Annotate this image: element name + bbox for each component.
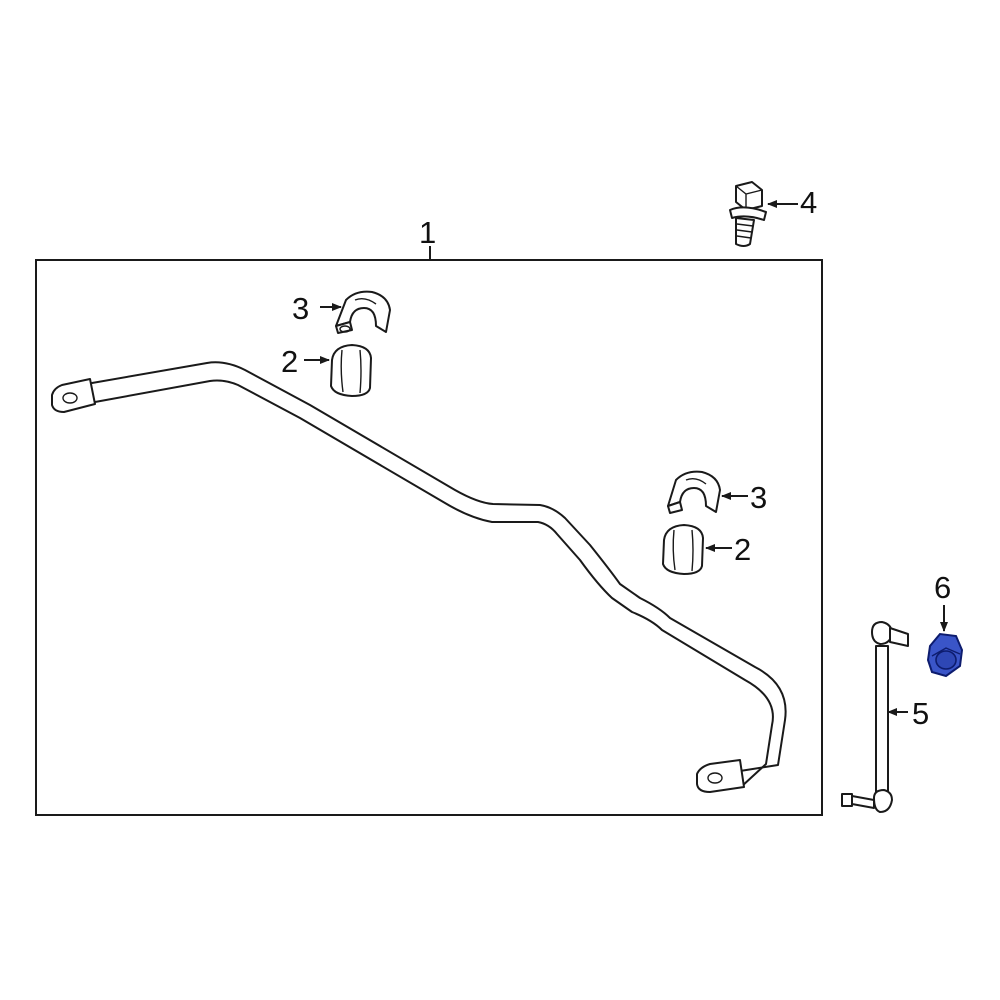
callout-2-lower: 2 (734, 532, 751, 567)
stabilizer-bracket-lower (667, 470, 721, 514)
flange-nut-highlighted[interactable] (926, 632, 964, 678)
callout-6: 6 (934, 570, 951, 605)
bolt (729, 181, 767, 247)
bar-end-right (696, 759, 745, 793)
callout-3-lower: 3 (750, 480, 767, 515)
callout-5: 5 (912, 696, 929, 731)
bushing-lower (662, 524, 704, 575)
bar-end-left (51, 378, 96, 413)
bar-end-right-hole (707, 772, 723, 784)
callout-1: 1 (419, 215, 436, 250)
stabilizer-bar (51, 361, 787, 793)
callout-3-upper: 3 (292, 291, 309, 326)
assembly-frame (35, 259, 823, 816)
callout-4: 4 (800, 185, 817, 220)
bushing-upper (330, 344, 372, 397)
stabilizer-link (841, 621, 909, 813)
bar-end-left-hole (62, 392, 78, 404)
stabilizer-bracket-upper (335, 290, 391, 334)
callout-2-upper: 2 (281, 344, 298, 379)
